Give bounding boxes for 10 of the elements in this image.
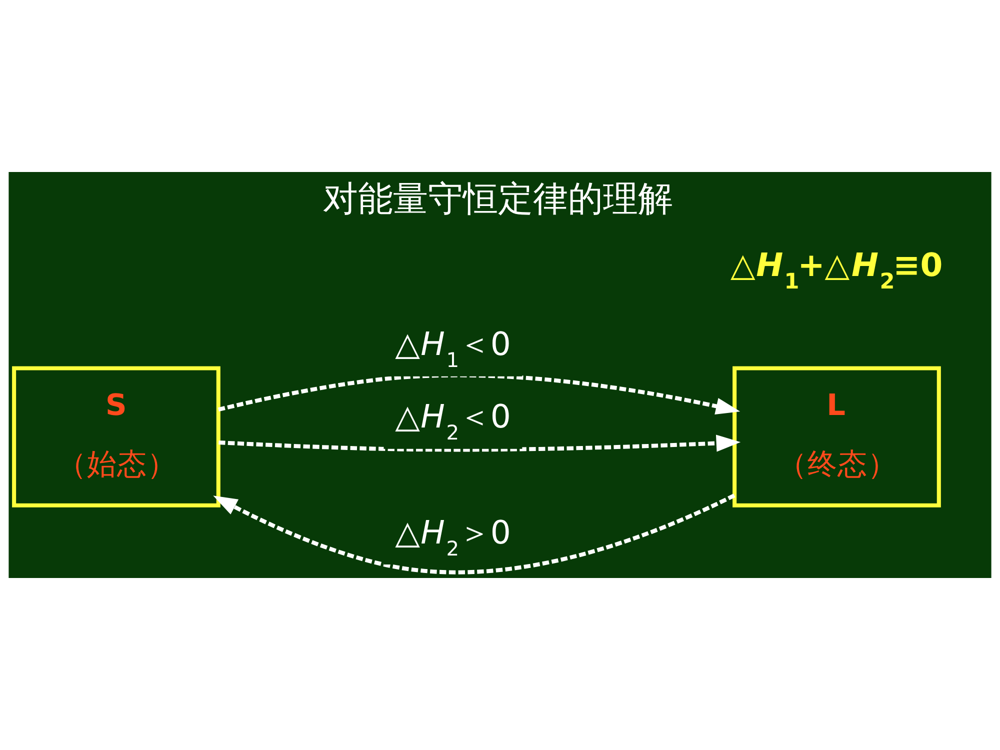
arrow (218, 434, 741, 452)
arrow (218, 373, 740, 415)
edge-label: △H$_{1}$＜0 (395, 325, 511, 372)
edge-label: △H$_{2}$＞0 (395, 513, 511, 560)
edge-label: △H$_{2}$＜0 (395, 398, 511, 445)
node-box: S （始态） (12, 366, 220, 508)
node-box: L （终态） (732, 366, 941, 508)
arrow (213, 494, 736, 574)
diagram-title: 对能量守恒定律的理解 (323, 180, 674, 220)
label: △H$_{1}$+△H$_{2}$≡0 (730, 246, 943, 294)
